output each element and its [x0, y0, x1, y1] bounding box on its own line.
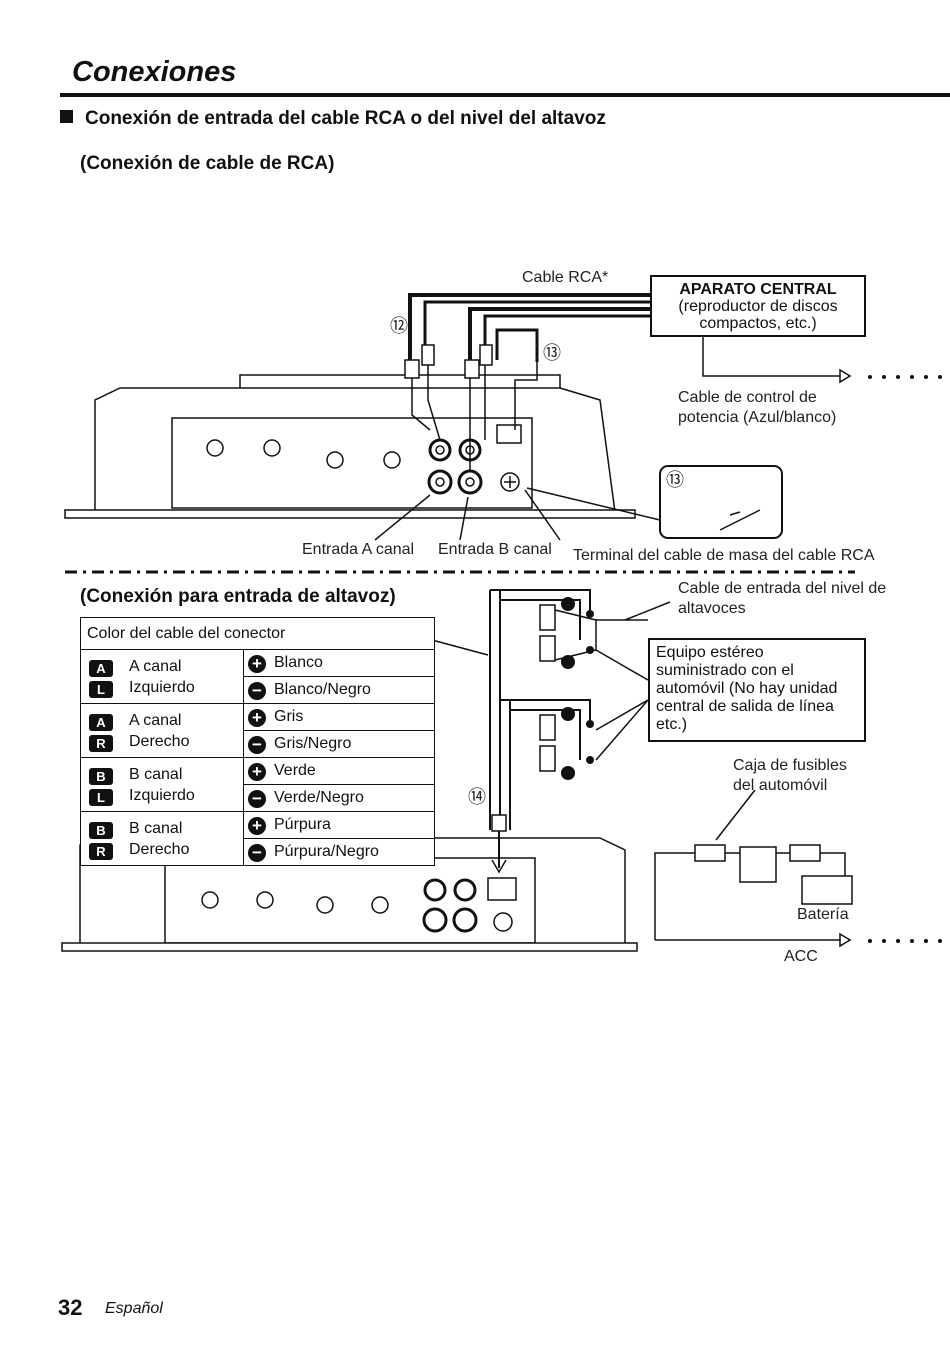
minus-color-cell: −Verde/Negro — [243, 784, 435, 812]
stereo-line-3: automóvil (No hay unidad — [656, 680, 858, 698]
plus-color-cell: + Gris — [243, 703, 435, 731]
minus-color: Gris/Negro — [274, 734, 352, 752]
label-acc: ACC — [784, 948, 818, 965]
subsection-speaker-title: (Conexión para entrada de altavoz) — [80, 586, 396, 607]
section-heading-text: Conexión de entrada del cable RCA o del … — [85, 108, 606, 129]
minus-color-cell: −Gris/Negro — [243, 730, 435, 758]
table-row: −Gris/Negro — [81, 730, 435, 758]
label-battery: Batería — [797, 906, 849, 923]
page-number: 32 — [58, 1295, 83, 1320]
title-rule — [60, 93, 950, 97]
table-row: A L A canal Izquierdo + Blanco — [80, 649, 435, 704]
label-gnd-terminal: Terminal del cable de masa del cable RCA — [573, 547, 875, 564]
minus-color-cell: −Púrpura/Negro — [243, 838, 435, 866]
channel-badge-icon: B — [89, 822, 113, 839]
plus-color: Gris — [274, 707, 304, 725]
minus-color: Blanco/Negro — [274, 680, 371, 698]
plus-color-cell: + Púrpura — [243, 811, 435, 839]
side-badge-icon: L — [89, 681, 113, 698]
label-speaker-level: Cable de entrada del nivel de altavoces — [678, 579, 886, 619]
table-row: −Blanco/Negro — [81, 676, 435, 704]
label-entrada-a: Entrada A canal — [302, 541, 415, 558]
channel-side: Derecho — [129, 841, 190, 858]
plus-color-cell: + Blanco — [243, 649, 435, 677]
channel-side: Izquierdo — [129, 787, 195, 804]
callout-13: ⑬ — [543, 343, 561, 363]
side-badge-icon: R — [89, 843, 113, 860]
side-badge-icon: L — [89, 789, 113, 806]
table-row: B R B canal Derecho + Púrpura — [80, 811, 435, 866]
label-fuse-box: Caja de fusibles del automóvil — [733, 756, 847, 796]
plus-color: Verde — [274, 761, 316, 779]
plus-icon: + — [248, 762, 266, 781]
plus-color-cell: + Verde — [243, 757, 435, 785]
callout-13-inset: ⑬ — [666, 470, 684, 490]
head-unit-box: APARATO CENTRAL (reproductor de discos c… — [650, 275, 866, 337]
channel-badge-icon: A — [89, 714, 113, 731]
stereo-line-1: Equipo estéreo — [656, 644, 764, 661]
subsection-rca-title: (Conexión de cable de RCA) — [80, 153, 335, 174]
stereo-box: Equipo estéreo suministrado con el autom… — [648, 638, 866, 742]
head-unit-desc-2: compactos, etc.) — [699, 315, 817, 332]
stereo-line-4: central de salida de línea — [656, 698, 834, 715]
table-row: B L B canal Izquierdo + Verde — [80, 757, 435, 812]
minus-color: Púrpura/Negro — [274, 842, 379, 860]
stereo-line-3b: (No hay unidad — [724, 680, 838, 697]
speaker-level-line-1: Cable de entrada del nivel de — [678, 580, 887, 597]
connector-color-table: Color del cable del conector A L A canal… — [80, 617, 435, 866]
minus-icon: − — [248, 843, 266, 862]
table-header: Color del cable del conector — [80, 617, 435, 650]
plus-icon: + — [248, 708, 266, 727]
stereo-line-2: suministrado con el — [656, 662, 794, 679]
plus-color: Blanco — [274, 653, 323, 671]
page-language: Español — [105, 1300, 163, 1317]
channel-name: A canal — [129, 658, 182, 675]
channel-name: B canal — [129, 820, 183, 837]
section-heading: Conexión de entrada del cable RCA o del … — [60, 108, 606, 130]
label-entrada-b: Entrada B canal — [438, 541, 552, 558]
plus-color: Púrpura — [274, 815, 331, 833]
minus-icon: − — [248, 735, 266, 754]
channel-cell: A R A canal Derecho — [80, 703, 244, 758]
channel-side: Izquierdo — [129, 679, 195, 696]
channel-badge-icon: B — [89, 768, 113, 785]
fuse-line-1: Caja de fusibles — [733, 757, 847, 774]
square-bullet-icon — [60, 110, 73, 123]
speaker-level-line-2: altavoces — [678, 600, 746, 617]
label-power-cable: Cable de control de potencia (Azul/blanc… — [678, 388, 836, 428]
minus-color-cell: −Blanco/Negro — [243, 676, 435, 704]
plus-icon: + — [248, 816, 266, 835]
stereo-line-3a: automóvil — [656, 680, 725, 697]
minus-icon: − — [248, 789, 266, 808]
channel-badge-icon: A — [89, 660, 113, 677]
minus-icon: − — [248, 681, 266, 700]
label-cable-rca: Cable RCA* — [522, 269, 609, 286]
page-title: Conexiones — [72, 56, 237, 88]
side-badge-icon: R — [89, 735, 113, 752]
amp-upper-body — [94, 387, 616, 513]
channel-cell: B L B canal Izquierdo — [80, 757, 244, 812]
power-cable-line-1: Cable de control de — [678, 389, 817, 406]
head-unit-title: APARATO CENTRAL — [679, 281, 837, 298]
stereo-line-5: etc.) — [656, 716, 688, 733]
power-cable-line-2: potencia (Azul/blanco) — [678, 409, 837, 426]
callout-12: ⑫ — [390, 316, 408, 336]
table-row: −Verde/Negro — [81, 784, 435, 812]
channel-name: A canal — [129, 712, 182, 729]
channel-cell: B R B canal Derecho — [80, 811, 244, 866]
table-row: A R A canal Derecho + Gris — [80, 703, 435, 758]
callout-14: ⑭ — [468, 787, 486, 807]
channel-side: Derecho — [129, 733, 190, 750]
minus-color: Verde/Negro — [274, 788, 364, 806]
fuse-line-2: del automóvil — [733, 777, 828, 794]
channel-name: B canal — [129, 766, 183, 783]
head-unit-desc-1: (reproductor de discos — [678, 298, 838, 315]
plus-icon: + — [248, 654, 266, 673]
table-row: −Púrpura/Negro — [81, 838, 435, 866]
channel-cell: A L A canal Izquierdo — [80, 649, 244, 704]
